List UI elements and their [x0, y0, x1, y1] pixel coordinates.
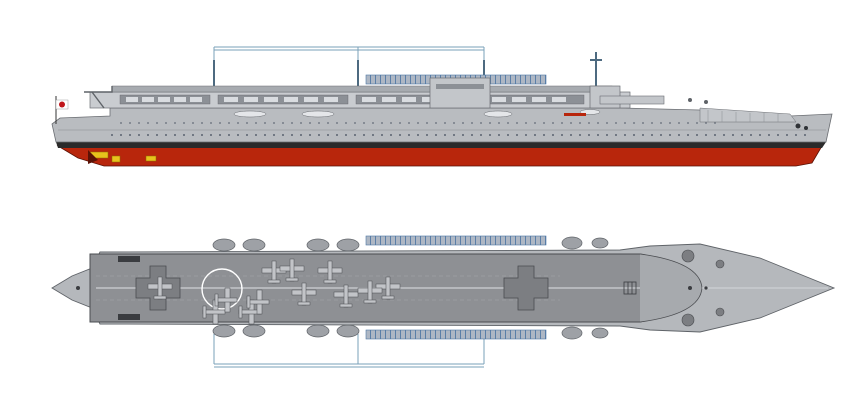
- parked-aircraft: [375, 276, 401, 300]
- profile-hull-lower: [56, 145, 823, 167]
- parked-aircraft: [291, 282, 317, 306]
- parked-aircraft: [147, 276, 173, 300]
- profile-ensign: [55, 96, 69, 124]
- plan-landing-circle: [201, 268, 243, 310]
- plan-railings-top: [365, 235, 547, 246]
- plan-stern-details: [76, 256, 140, 320]
- profile-bow-gallery: [688, 98, 808, 130]
- profile-stern-crane: [84, 86, 113, 109]
- profile-portholes: [110, 132, 810, 138]
- plan-railings-bottom: [365, 329, 547, 340]
- parked-aircraft: [317, 260, 343, 284]
- plan-aircraft-group: [147, 258, 401, 325]
- plan-view: [51, 235, 836, 368]
- parked-aircraft: [333, 284, 359, 308]
- profile-portholes-upper: [120, 120, 720, 126]
- plan-bow-structure: [623, 249, 828, 327]
- parked-aircraft: [214, 287, 238, 313]
- parked-aircraft: [246, 289, 270, 315]
- profile-view: [51, 46, 833, 167]
- profile-island: [429, 77, 665, 109]
- parked-aircraft: [357, 280, 383, 304]
- profile-boot-topping: [56, 142, 826, 148]
- profile-running-gear: [88, 150, 157, 164]
- plan-elevator-fwd: [503, 265, 549, 311]
- plan-sponsons: [212, 236, 609, 340]
- parked-aircraft: [279, 258, 305, 282]
